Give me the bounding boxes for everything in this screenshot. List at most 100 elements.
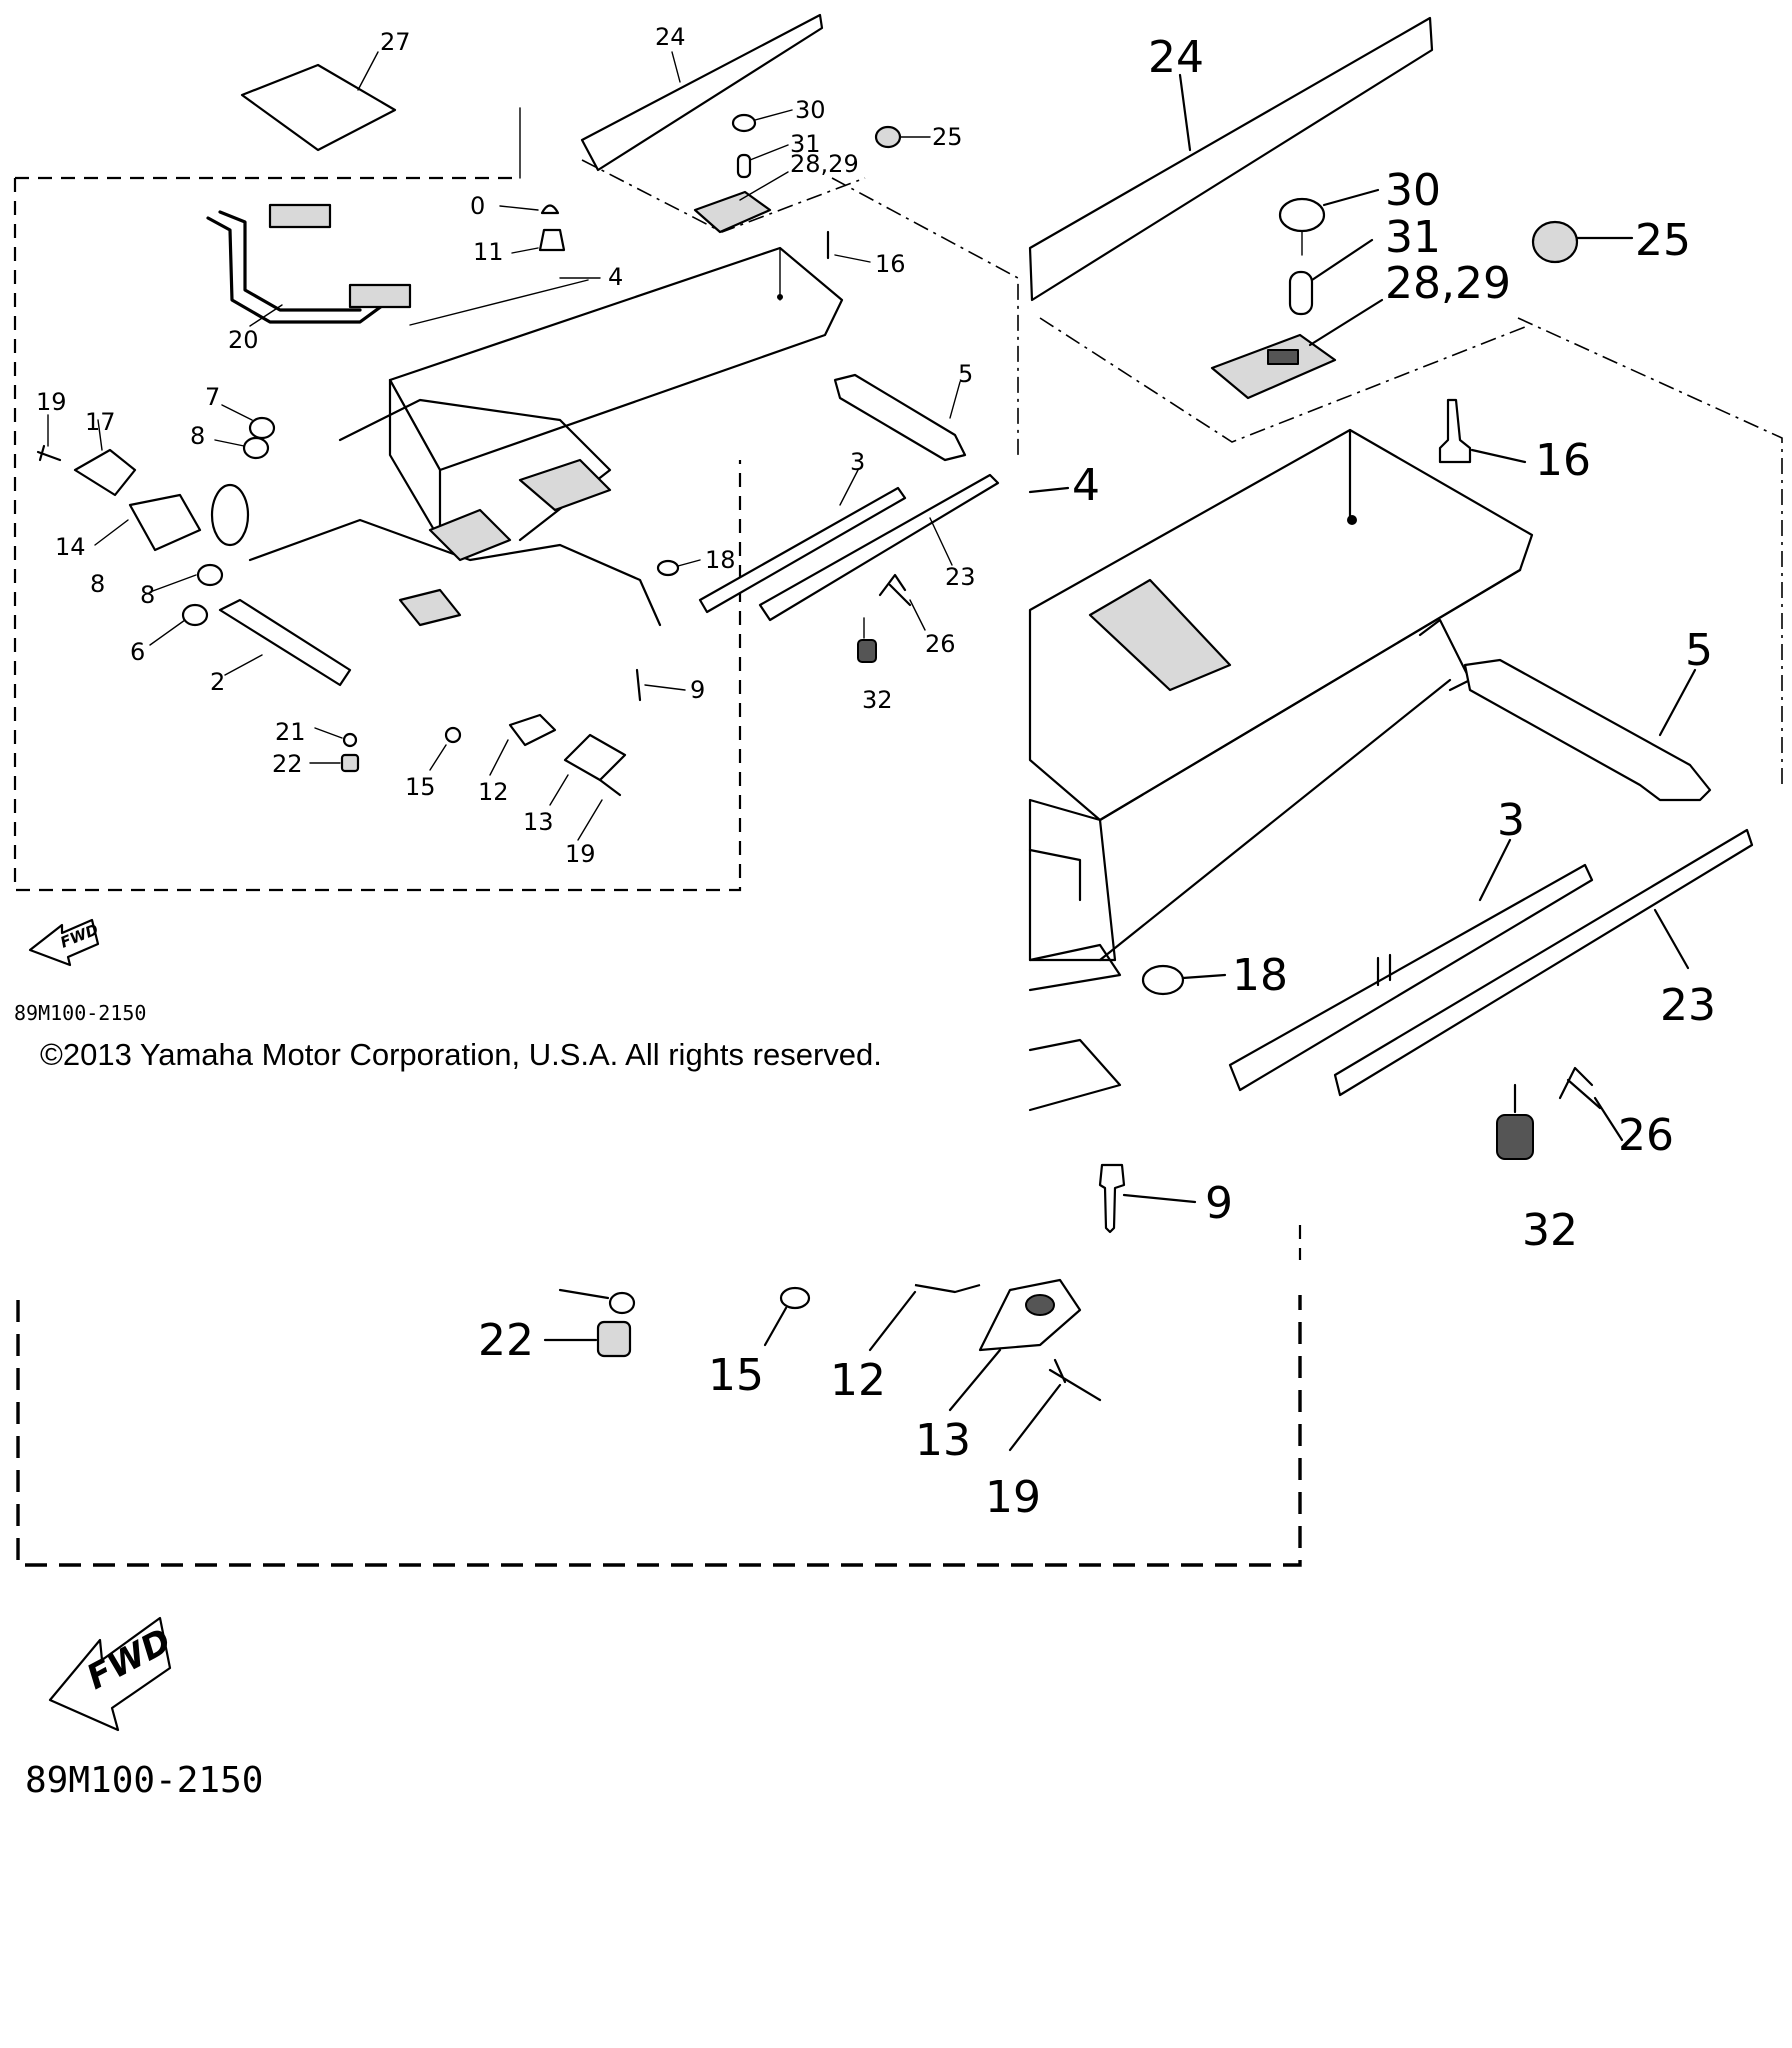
fwd-arrow-small: FWD [28, 918, 101, 967]
copyright-notice: ©2013 Yamaha Motor Corporation, U.S.A. A… [40, 1037, 882, 1072]
label-24: 24 [655, 23, 686, 51]
part-21-washer [314, 727, 358, 748]
part-22-nut [309, 753, 360, 773]
label-20: 20 [228, 326, 259, 354]
part-28-29-bracket-small [693, 171, 789, 234]
part-30-bolt-small [731, 109, 793, 133]
label-19-large: 19 [985, 1472, 1041, 1523]
part-16-bolt-large [1438, 398, 1527, 464]
diagram-code-overview: 89M100-2150 [14, 1001, 146, 1025]
overview-frame-guide [831, 177, 1019, 460]
frame-tunnel-large [1028, 428, 1534, 962]
part-10-cap [499, 204, 560, 215]
diagram-code-detail: 89M100-2150 [25, 1760, 263, 1801]
part-5-bar-large [1463, 658, 1712, 802]
label-13-large: 13 [915, 1415, 971, 1466]
label-32: 32 [862, 686, 893, 714]
part-4-rail-large [1028, 486, 1070, 494]
part-14-bracket [94, 493, 202, 552]
frame-lower-large [1028, 848, 1122, 1112]
part-9-bolt-small [635, 668, 686, 702]
label-23-large: 23 [1660, 980, 1716, 1031]
part-23-strip-large [1333, 828, 1754, 1097]
label-2: 2 [210, 668, 225, 696]
label-16-large: 16 [1535, 435, 1591, 486]
part-8-bushing-a [214, 436, 270, 460]
detail-part-numbers: 24 30 31 28,29 25 16 4 5 3 18 23 26 32 9… [478, 32, 1716, 1523]
part-16-bolt-small [826, 230, 871, 263]
part-9-bolt-large [1098, 1163, 1197, 1234]
label-16: 16 [875, 250, 906, 278]
label-15: 15 [405, 773, 436, 801]
label-28-29: 28,29 [790, 150, 859, 178]
part-2-crossmember [218, 598, 352, 687]
part-15-washer-large [763, 1286, 811, 1347]
label-31: 31 [790, 130, 821, 158]
label-5-large: 5 [1685, 625, 1713, 676]
label-4: 4 [608, 263, 623, 291]
detail-outline-box [16, 1295, 1302, 1567]
label-21: 21 [275, 718, 306, 746]
label-26: 26 [925, 630, 956, 658]
part-22-nut-large [543, 1320, 632, 1358]
label-30-large: 30 [1385, 165, 1441, 216]
label-30: 30 [795, 96, 826, 124]
label-19-a: 19 [36, 388, 67, 416]
part-26-clip-small [878, 573, 926, 631]
part-7-bushing [221, 404, 276, 440]
label-24-large: 24 [1148, 32, 1204, 83]
part-13-bracket [549, 733, 627, 806]
label-14: 14 [55, 533, 86, 561]
label-7: 7 [205, 383, 220, 411]
overview-part-numbers: 27 24 30 31 28,29 25 0 11 4 16 20 7 8 19… [36, 23, 976, 868]
part-17-plate [73, 419, 137, 497]
part-11-grommet [511, 228, 566, 254]
label-12-large: 12 [830, 1355, 886, 1406]
part-19-bolt-large [1008, 1358, 1102, 1452]
label-8-b: 8 [90, 570, 105, 598]
part-31-spacer-small [736, 144, 789, 179]
label-15-large: 15 [708, 1350, 764, 1401]
label-31-large: 31 [1385, 212, 1441, 263]
label-13: 13 [523, 808, 554, 836]
part-27-sheet [240, 51, 397, 152]
part-30-bolt-large [1278, 188, 1380, 256]
label-8-c: 8 [140, 581, 155, 609]
detail-seat-guide [1039, 317, 1531, 443]
part-23-strip-small [758, 473, 1000, 622]
part-25-cap-small [874, 125, 931, 149]
part-12-plate-large [868, 1283, 981, 1352]
front-suspension-small [210, 398, 662, 627]
label-19-b: 19 [565, 840, 596, 868]
overview-outline-box [13, 176, 742, 892]
part-24-strip-large [1028, 16, 1434, 302]
label-5: 5 [958, 360, 973, 388]
label-12: 12 [478, 778, 509, 806]
part-4-rail-small [409, 277, 601, 326]
part-5-bar-small [833, 373, 967, 462]
label-22-large: 22 [478, 1315, 534, 1366]
label-9-large: 9 [1205, 1178, 1233, 1229]
frame-tunnel-small [388, 246, 844, 542]
part-3-rail-small [698, 469, 907, 614]
label-25: 25 [932, 123, 963, 151]
label-4-large: 4 [1072, 460, 1100, 511]
part-19-bolt-a [36, 414, 62, 462]
label-25-large: 25 [1635, 215, 1691, 266]
part-25-cap-large [1531, 220, 1634, 264]
part-18-plug-large [1141, 964, 1227, 996]
part-3-rail-large [1228, 838, 1594, 1092]
label-3-large: 3 [1497, 795, 1525, 846]
part-19-bolt-b [577, 778, 622, 841]
overview-diagram: 27 24 30 31 28,29 25 0 11 4 16 20 7 8 19… [13, 13, 1019, 1025]
part-15-washer [429, 726, 462, 771]
part-24-strip [580, 13, 824, 172]
part-20-grab-bar [206, 203, 412, 327]
label-3: 3 [850, 448, 865, 476]
label-18-large: 18 [1232, 950, 1288, 1001]
label-28-29-large: 28,29 [1385, 258, 1511, 309]
label-23: 23 [945, 563, 976, 591]
part-28-29-bracket-large [1210, 298, 1384, 400]
label-18: 18 [705, 546, 736, 574]
